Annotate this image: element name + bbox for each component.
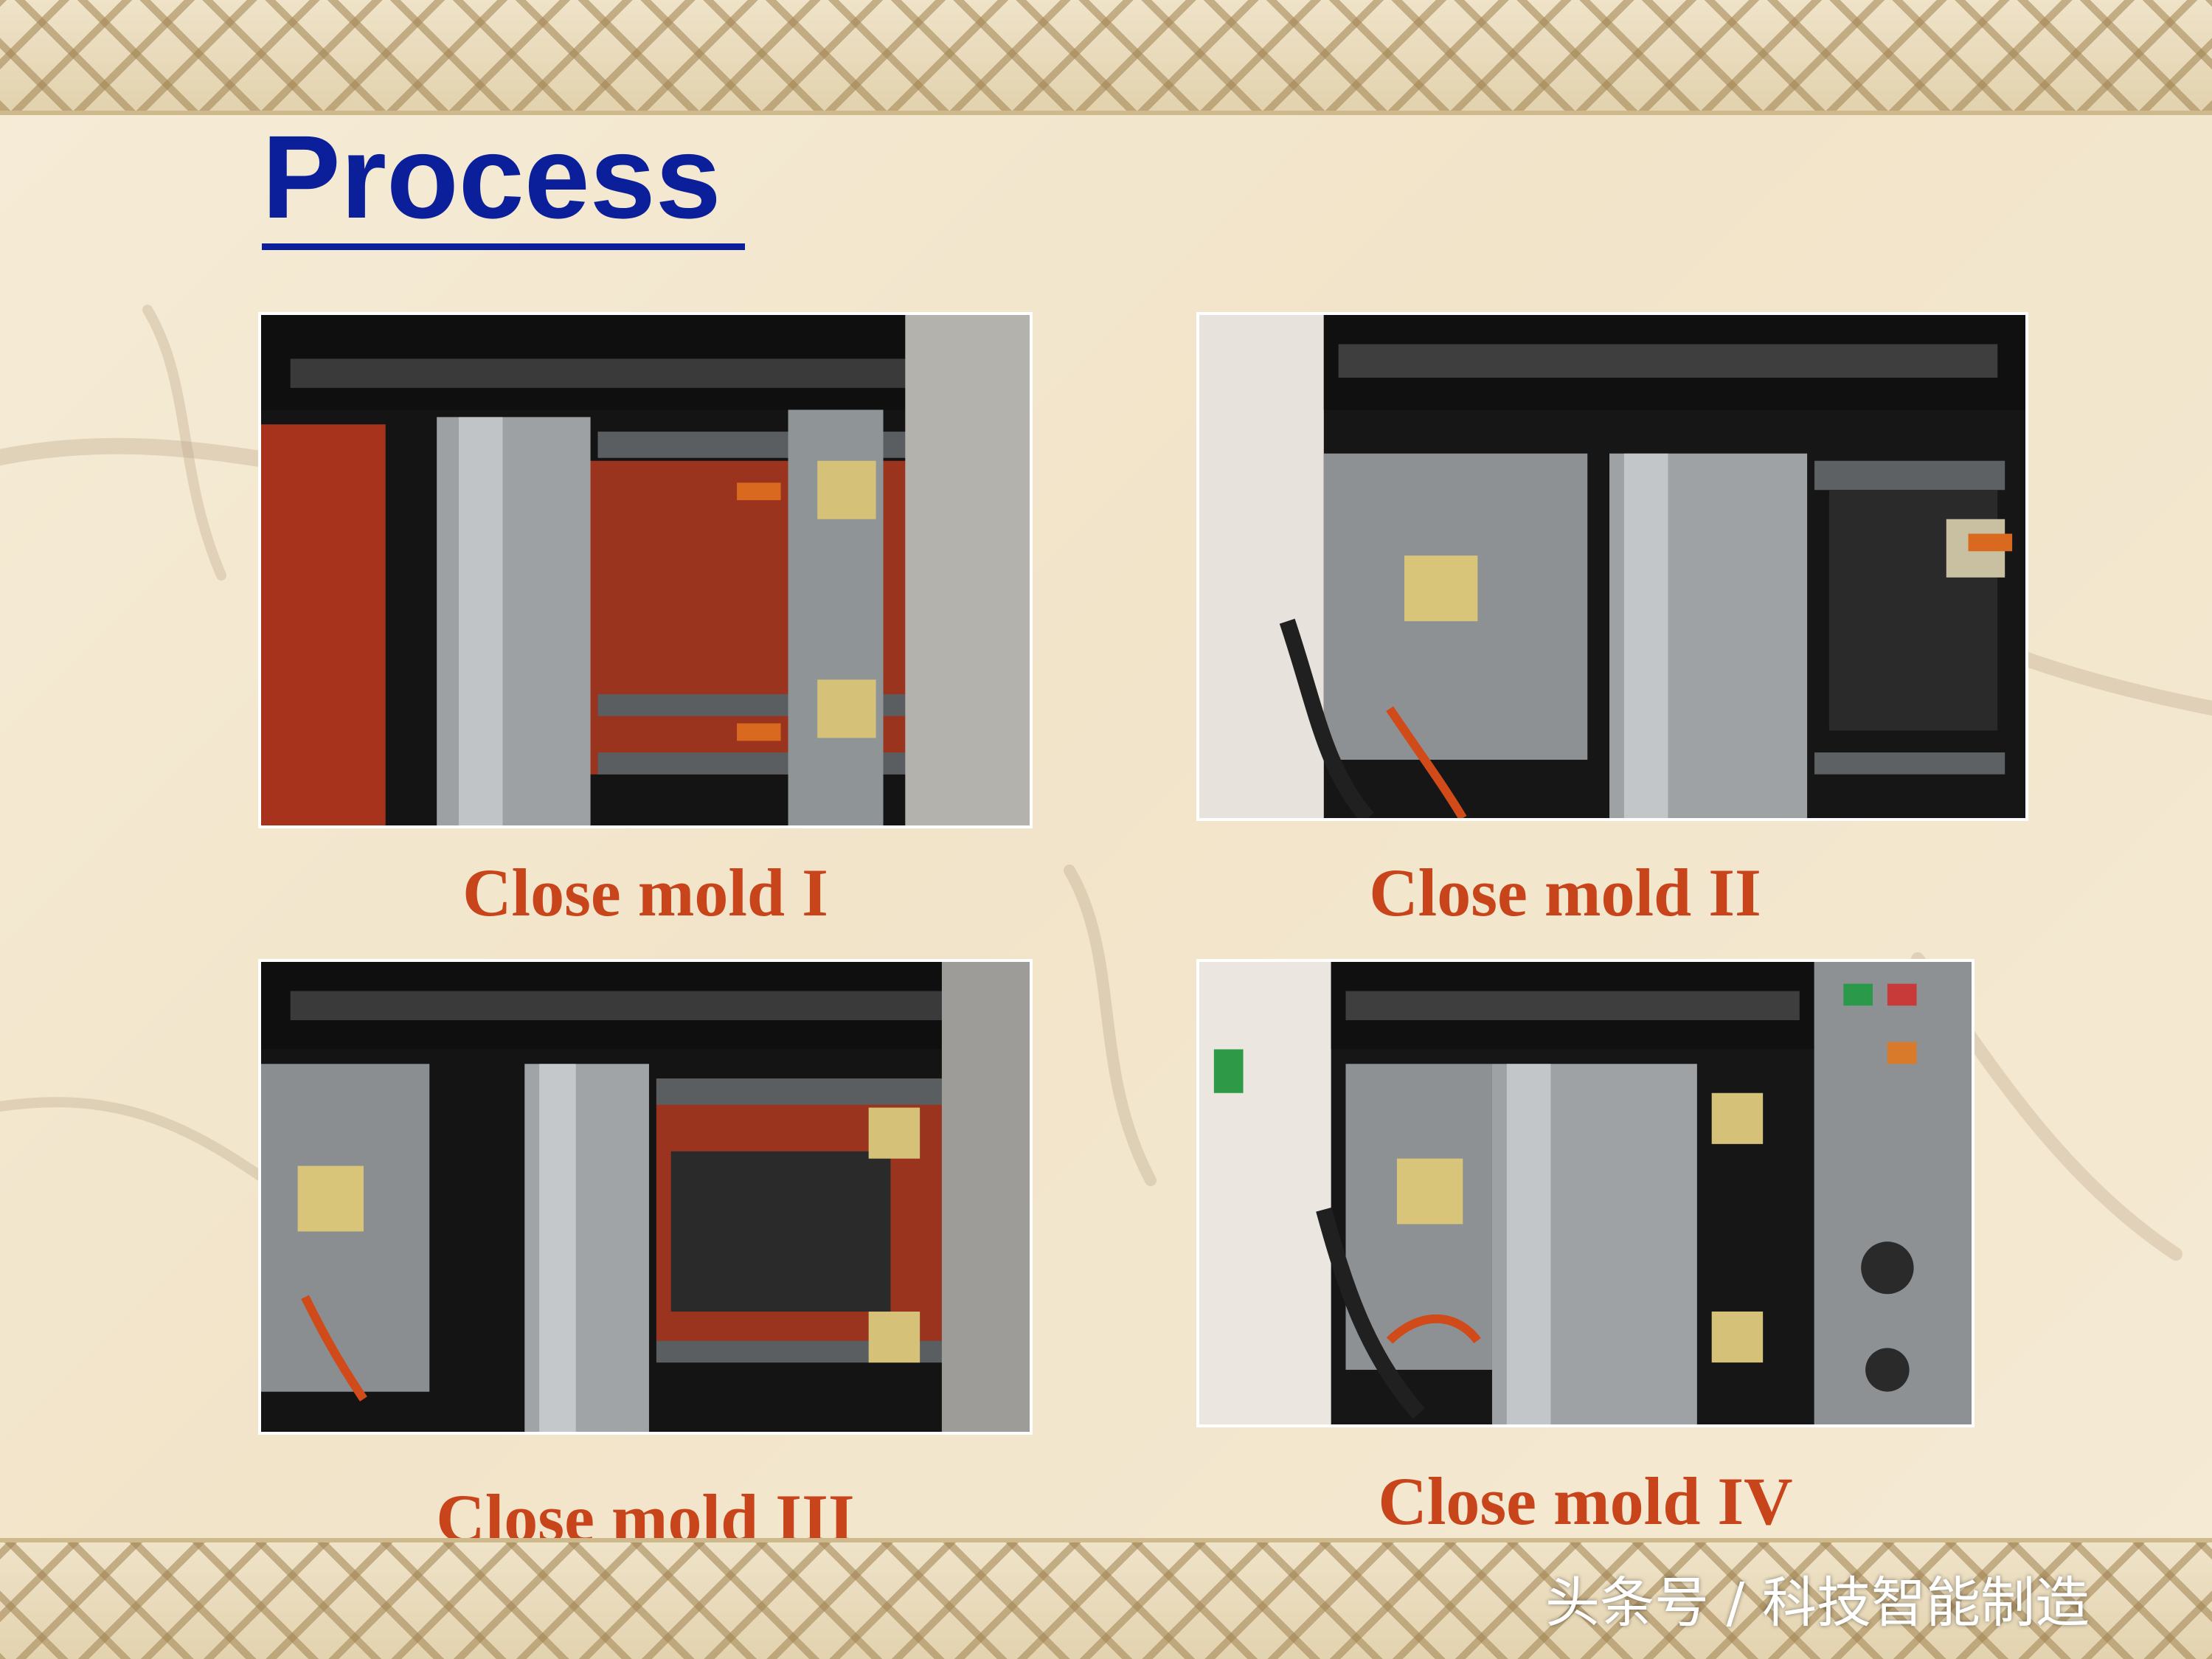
bottom-decorative-border: [0, 1538, 2212, 1659]
caption-close-mold-2: Close mold II: [1369, 855, 1761, 930]
caption-close-mold-4: Close mold IV: [1378, 1464, 1793, 1539]
photo-close-mold-1: [258, 312, 1033, 828]
top-decorative-border: [0, 0, 2212, 115]
caption-close-mold-1: Close mold I: [462, 855, 828, 930]
title-underline: [262, 243, 745, 250]
photo-close-mold-4: [1196, 959, 1974, 1427]
watermark: 头条号 / 科技智能制造: [1545, 1571, 2090, 1635]
photo-close-mold-2: [1196, 312, 2028, 821]
slide-title: Process: [262, 111, 721, 243]
photo-close-mold-3: [258, 959, 1033, 1435]
